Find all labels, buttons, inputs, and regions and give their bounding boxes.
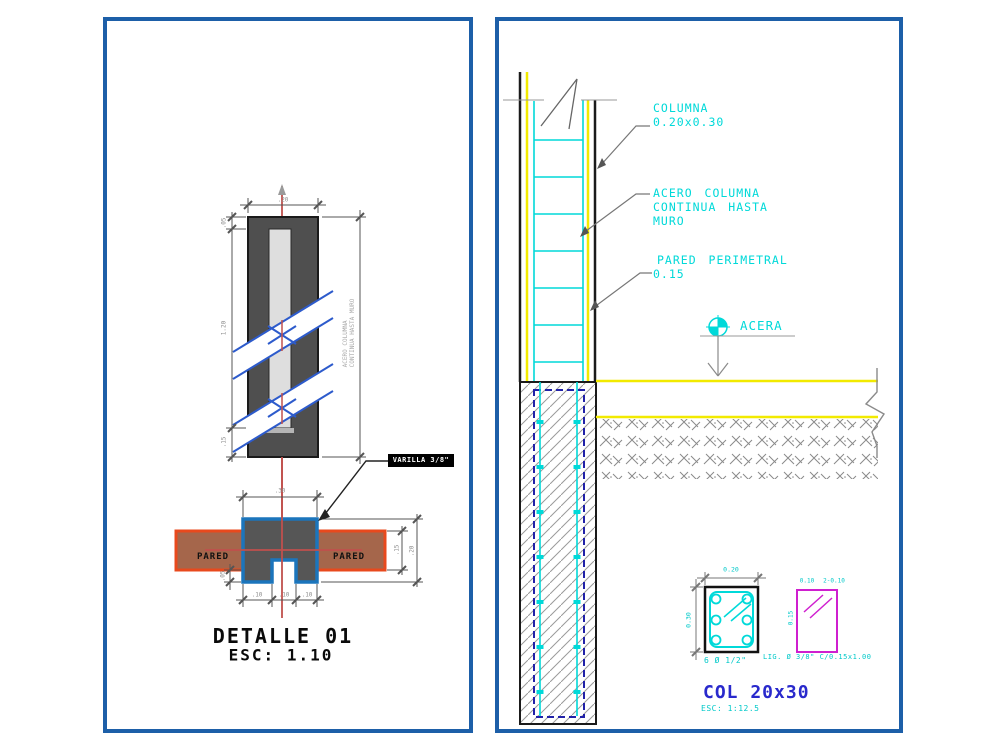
section-bottom-dim-1: .10 xyxy=(251,591,263,599)
stirrup-note: LIG. Ø 3/8" C/0.15x1.00 xyxy=(763,653,872,661)
stirrup-dim-b: 2-0.10 xyxy=(823,577,845,585)
pared-callout-line-2: 0.15 xyxy=(653,267,685,281)
detail-scale: ESC: 1.10 xyxy=(228,645,334,665)
section-bottom-dim-3: .10 xyxy=(301,591,313,599)
section-top-dim: .30 xyxy=(274,487,286,495)
section-right-dim-1: .15 xyxy=(393,544,401,556)
acero-callout-line-2: CONTINUA HASTA xyxy=(653,200,768,214)
section-small-left-dim: .05 xyxy=(219,570,227,582)
stirrup-left-dim: 0.15 xyxy=(787,610,795,626)
col-detail-top-dim: 0.20 xyxy=(723,565,739,574)
pared-callout-line-1: PARED PERIMETRAL xyxy=(657,253,788,267)
columna-callout-line-2: 0.20x0.30 xyxy=(653,115,725,129)
col-detail-left-dim: 0.30 xyxy=(684,612,693,628)
varilla-callout: VARILLA 3/8" xyxy=(388,454,454,467)
side-note-line-2: CONTINUA HASTA MURO xyxy=(349,298,356,368)
stirrup-dim-a: 0.10 xyxy=(799,577,815,585)
elevation-side-note: ACERO COLUMNA CONTINUA HASTA MURO xyxy=(342,299,356,368)
left-sheet-frame xyxy=(103,17,473,733)
right-sheet-frame xyxy=(495,17,903,733)
acera-label: ACERA xyxy=(740,318,783,333)
detail-title: DETALLE 01 xyxy=(212,624,354,648)
pared-right-label: PARED xyxy=(332,552,366,562)
elevation-left-dim-1: .05 xyxy=(220,217,228,229)
acero-callout-line-3: MURO xyxy=(653,214,685,228)
columna-callout-line-1: COLUMNA xyxy=(653,101,709,115)
pared-left-label: PARED xyxy=(196,552,230,562)
section-bottom-dim-2: .10 xyxy=(278,591,290,599)
elevation-top-dim: .20 xyxy=(277,196,289,204)
col-detail-bars-note: 6 Ø 1/2" xyxy=(704,656,747,665)
col-detail-title: COL 20x30 xyxy=(703,682,810,703)
side-note-line-1: ACERO COLUMNA xyxy=(342,320,349,368)
section-right-dim-2: .20 xyxy=(408,545,416,557)
elevation-left-dim-2: 1.20 xyxy=(220,320,228,336)
acero-callout-line-1: ACERO COLUMNA xyxy=(653,186,761,200)
col-detail-scale: ESC: 1:12.5 xyxy=(701,704,760,713)
elevation-left-dim-3: .15 xyxy=(220,436,228,448)
